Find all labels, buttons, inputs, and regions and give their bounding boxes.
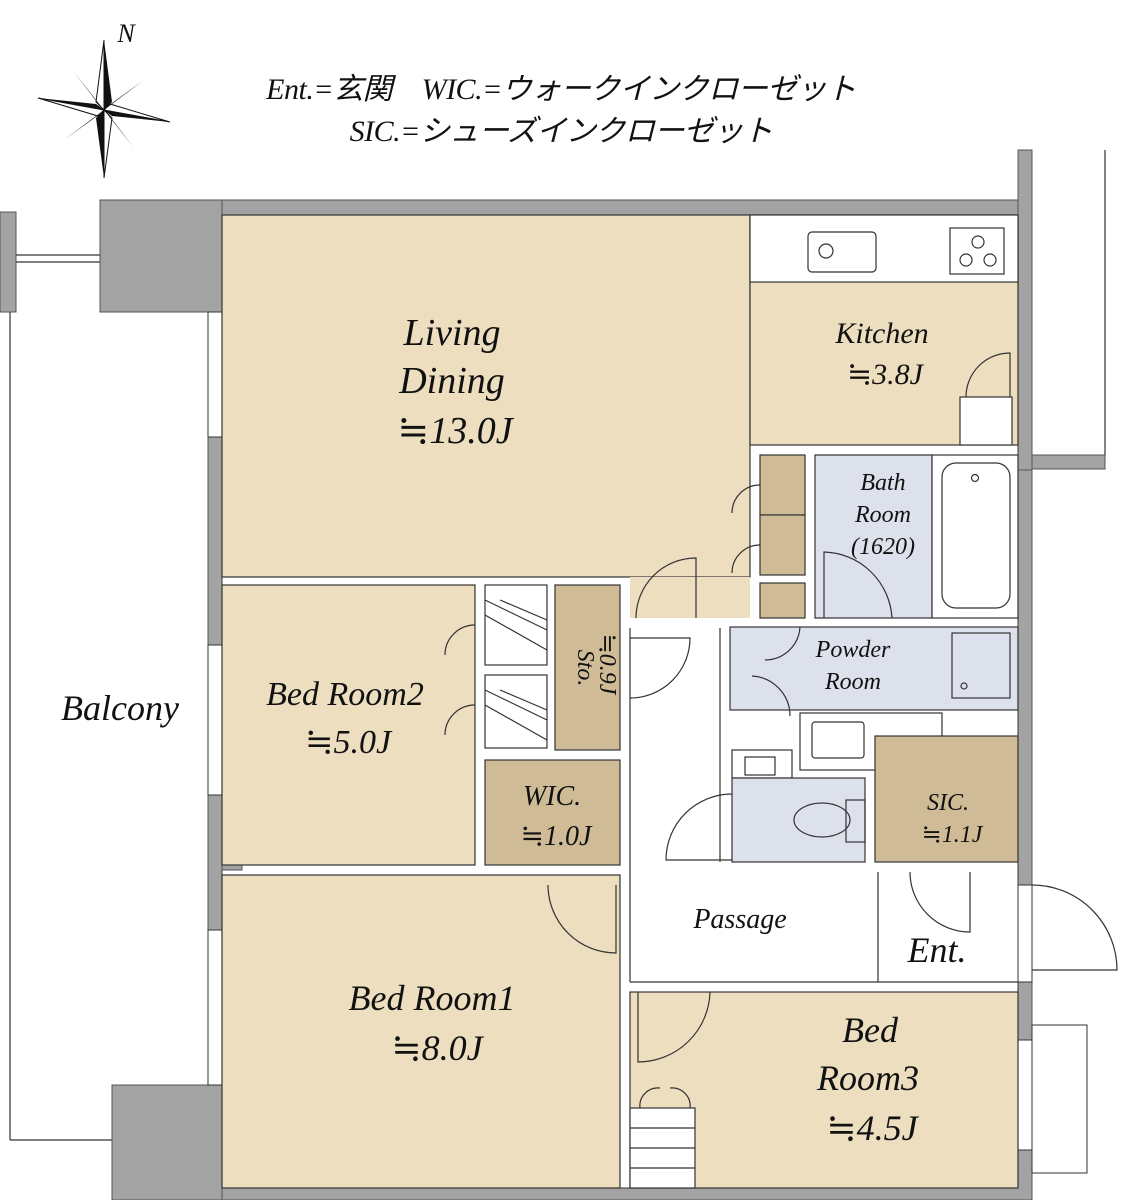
bed3-room-label: Room3 xyxy=(816,1058,919,1098)
room-bed2: Bed Room2 ≒5.0J xyxy=(221,584,548,866)
ent-label: Ent. xyxy=(907,930,967,970)
stove-icon xyxy=(949,227,1005,275)
bed2-size: ≒5.0J xyxy=(305,724,393,761)
room-kitchen: Kitchen ≒3.8J xyxy=(749,214,1019,446)
powder-label: Powder xyxy=(815,637,891,663)
legend-line-2: SIC.=シューズインクローゼット xyxy=(349,115,773,148)
passage: Passage Ent. xyxy=(629,628,1118,983)
room-living-dining: Living Dining ≒13.0J xyxy=(221,214,751,619)
bed1-label: Bed Room1 xyxy=(349,978,516,1018)
closets-hall xyxy=(731,454,806,619)
bathtub-icon xyxy=(941,462,1011,609)
wic-label: WIC. xyxy=(523,781,581,812)
sto-size: ≒0.9J xyxy=(594,634,620,696)
dining-label: Dining xyxy=(398,360,505,402)
washbasin-icon xyxy=(811,721,865,759)
bed3-size: ≒4.5J xyxy=(826,1108,919,1148)
toilet-icon xyxy=(793,802,851,838)
room-bed1: Bed Room1 ≒8.0J xyxy=(221,874,621,1189)
room-bed3: Bed Room3 ≒4.5J xyxy=(629,991,1019,1189)
room-bath: Bath Room (1620) xyxy=(814,454,1019,619)
bath-size: (1620) xyxy=(851,534,915,560)
compass-north-label: N xyxy=(116,19,136,48)
wic-size: ≒1.0J xyxy=(521,821,593,852)
sto-label: Sto. xyxy=(572,650,598,687)
balcony: Balcony xyxy=(0,211,179,1141)
living-label: Living xyxy=(402,312,500,354)
sic-size: ≒1.1J xyxy=(922,822,984,848)
room-sic: SIC. ≒1.1J xyxy=(874,735,1019,933)
bath-label: Bath xyxy=(860,470,905,496)
living-size: ≒13.0J xyxy=(397,410,514,452)
bed2-label: Bed Room2 xyxy=(266,676,424,713)
balcony-label: Balcony xyxy=(61,688,179,728)
entrance-door xyxy=(1031,884,1118,971)
powder-room-label: Room xyxy=(824,669,881,695)
bed3-label: Bed xyxy=(842,1010,899,1050)
kitchen-label: Kitchen xyxy=(834,317,928,350)
legend-line-1: Ent.=玄関 WIC.=ウォークインクローゼット xyxy=(266,73,856,106)
passage-label: Passage xyxy=(692,904,786,935)
room-sto: Sto. ≒0.9J xyxy=(554,584,621,751)
washer-pan-icon xyxy=(951,632,1011,699)
bath-room-label: Room xyxy=(854,502,911,528)
sic-label: SIC. xyxy=(927,790,969,816)
room-toilet xyxy=(665,749,866,863)
sink-icon xyxy=(807,231,877,273)
compass-icon: N xyxy=(37,19,171,179)
bed1-size: ≒8.0J xyxy=(391,1028,484,1068)
room-wic: WIC. ≒1.0J xyxy=(484,759,621,866)
kitchen-size: ≒3.8J xyxy=(847,358,925,391)
